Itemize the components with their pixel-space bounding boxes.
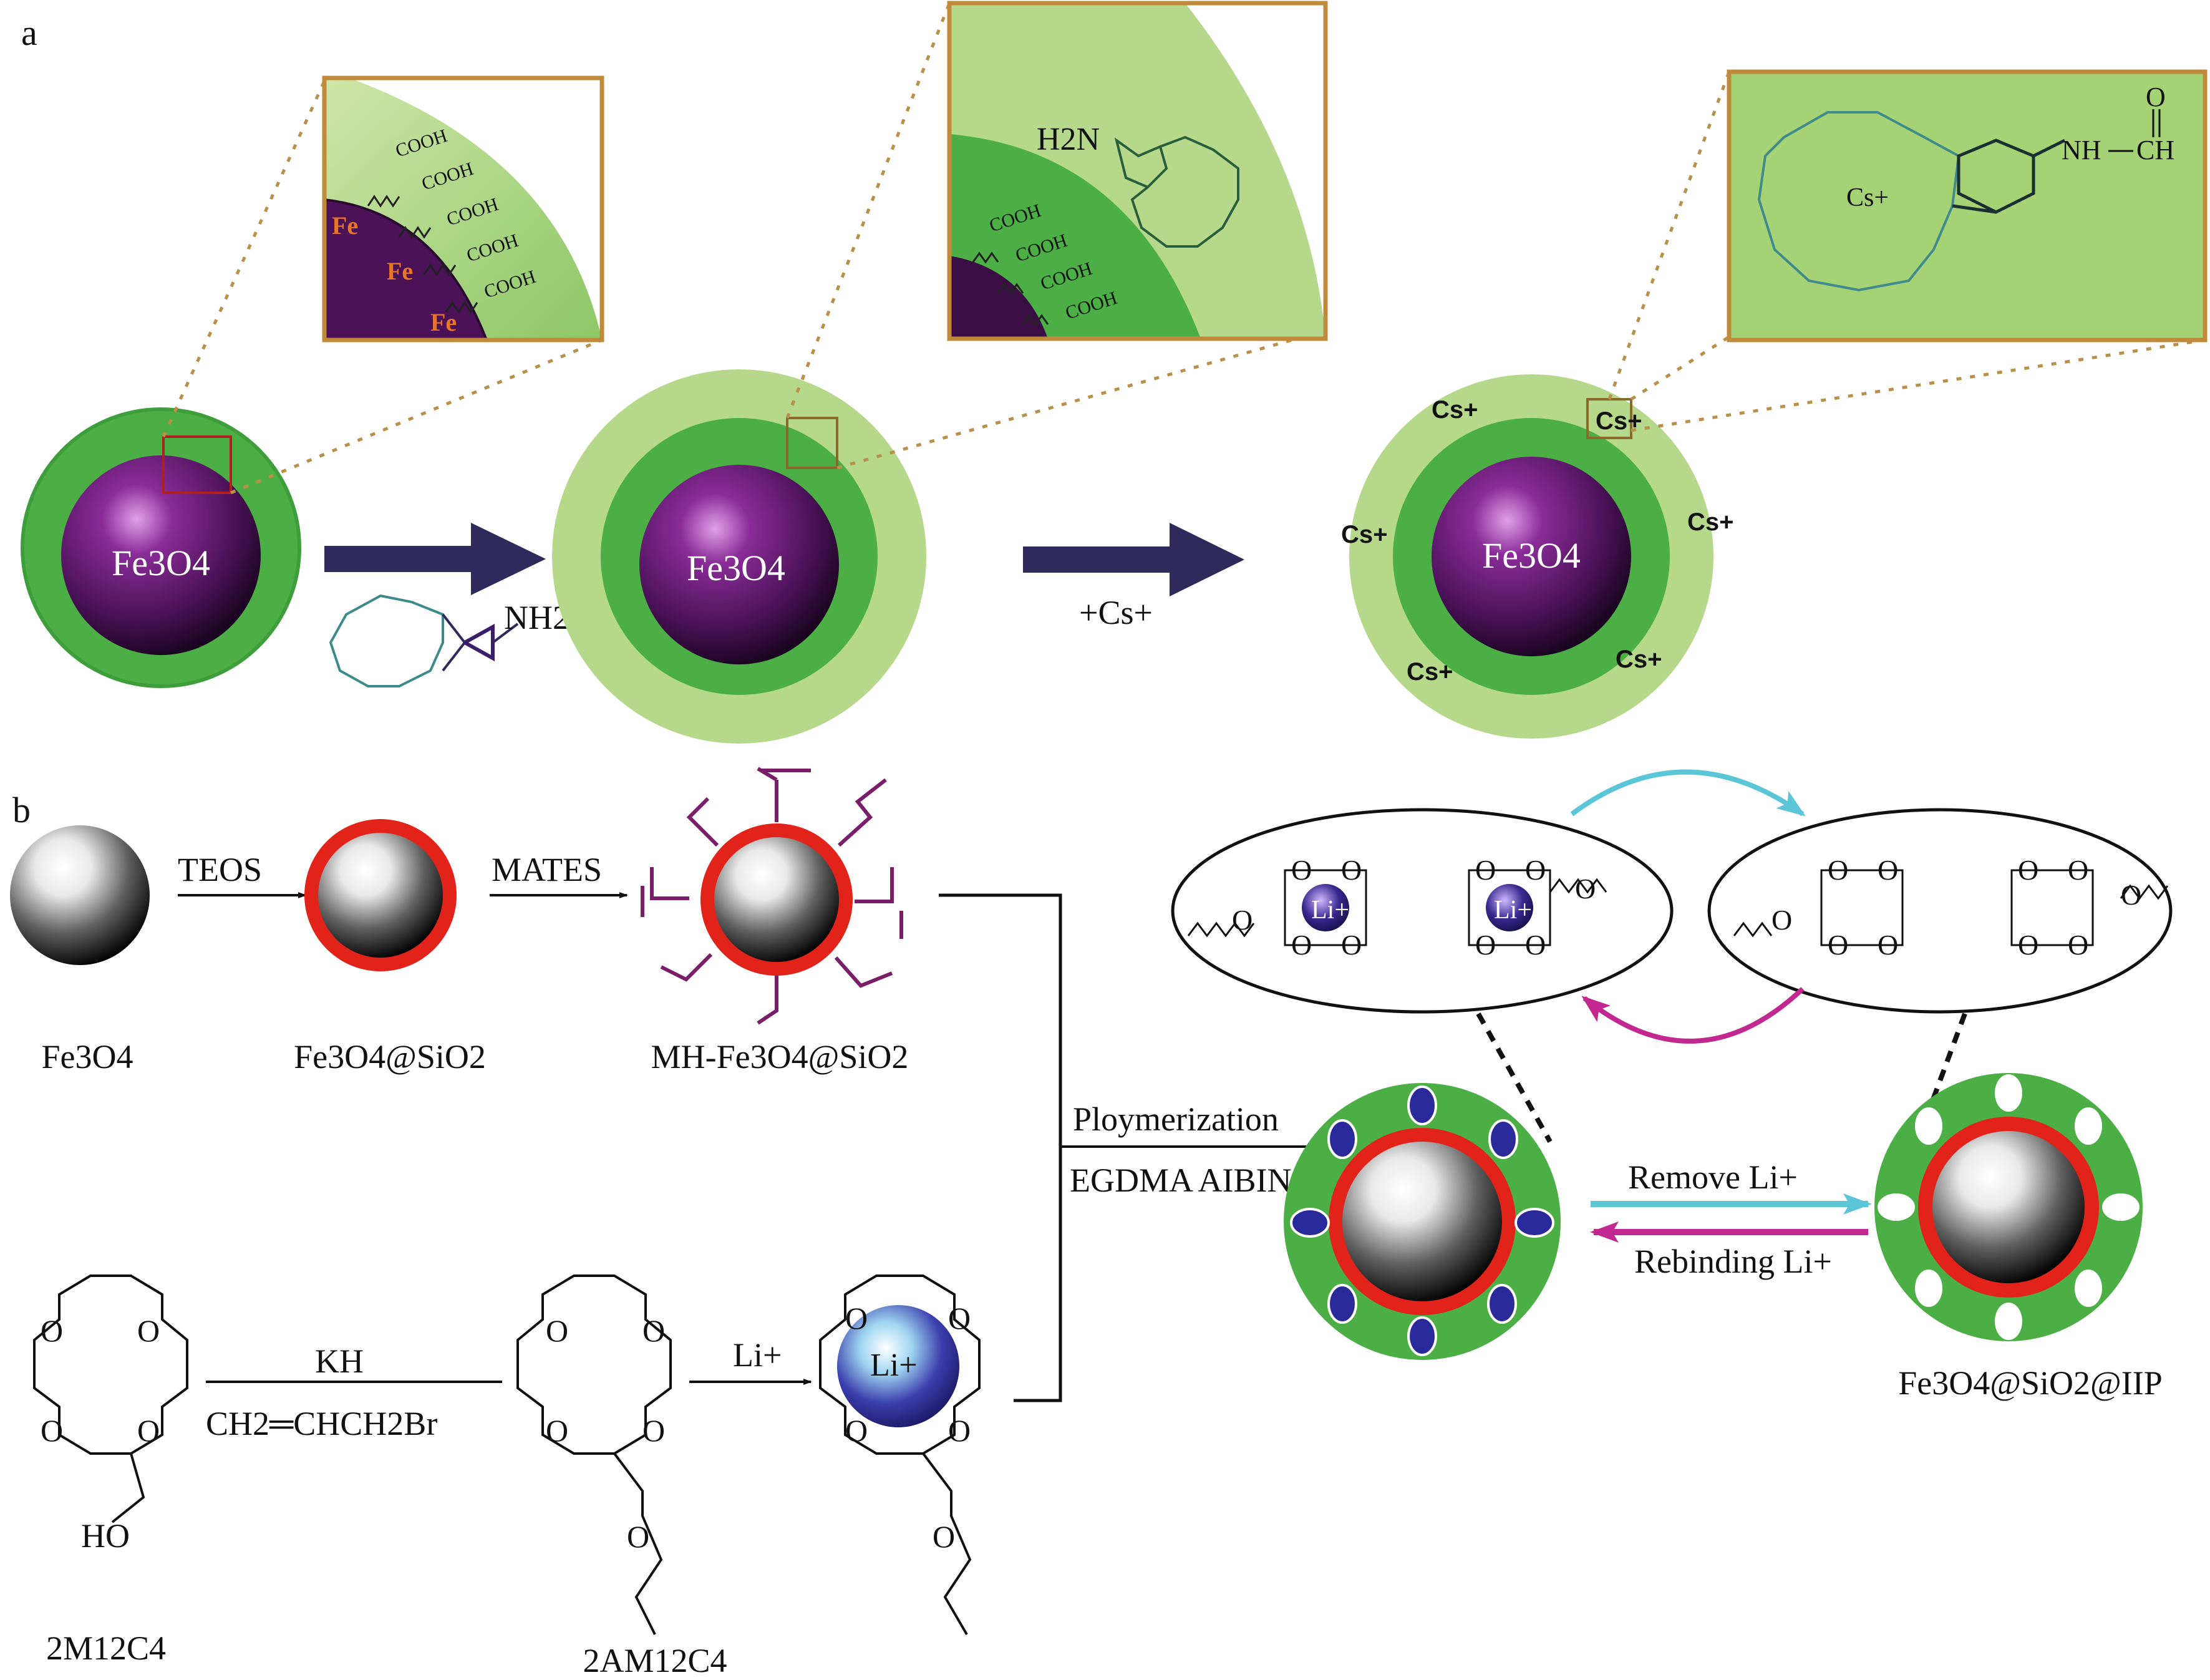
crown-2am12c4 [516, 1275, 672, 1635]
panel-b-label: b [12, 790, 31, 830]
core-label-a1: Fe3O4 [112, 543, 210, 583]
allyl-bromide-label: CH2═CHCH2Br [206, 1405, 437, 1442]
reagent-crown-amine [329, 594, 519, 687]
fe-label-3: Fe [430, 308, 457, 336]
surface-ion-6: Cs+ [1616, 646, 1662, 673]
o-c2: O [642, 1313, 665, 1348]
crown-li-complex: Li+ O O O O O [819, 1275, 981, 1636]
curve-arrow-cyan [1570, 769, 1806, 817]
particle-a3: Fe3O4 Cs+ Cs+ Cs+ Cs+ Cs+ Cs+ [1341, 374, 1734, 739]
ellipse-left: Li+ Li+ O O O O O O O O O O [1171, 808, 1674, 1014]
o-d3: O [845, 1413, 868, 1448]
step-teos: TEOS [178, 851, 262, 888]
o-r3: O [1828, 929, 1848, 961]
o-c3: O [546, 1413, 568, 1448]
o-b2: O [137, 1313, 160, 1348]
particle-label-b2: Fe3O4@SiO2 [294, 1038, 486, 1075]
amide-ch: CH [2136, 135, 2174, 165]
o-c1: O [546, 1313, 568, 1348]
particle-b2 [304, 819, 457, 971]
o-l4: O [1341, 929, 1362, 961]
o-b4: O [137, 1413, 160, 1448]
o-r2: O [1878, 854, 1898, 886]
particle-b3 [641, 767, 903, 1025]
ho-label: HO [81, 1517, 130, 1555]
o-l7: O [1475, 929, 1496, 961]
o-r6: O [2068, 854, 2088, 886]
ellipse-right: O O O O O O O O O O [1707, 808, 2173, 1014]
core-label-a3: Fe3O4 [1482, 535, 1581, 576]
o-l1: O [1291, 854, 1312, 886]
surface-ion-1: Cs+ [1432, 396, 1478, 424]
o-r7: O [2018, 929, 2038, 961]
amide-nh: NH [2062, 135, 2101, 165]
o-d5: O [933, 1519, 955, 1554]
core-label-a2: Fe3O4 [687, 548, 785, 588]
o-l5: O [1475, 854, 1496, 886]
li-ion-left-1: Li+ [1311, 896, 1349, 925]
rebinding-label: Rebinding Li+ [1634, 1243, 1832, 1280]
o-c5: O [627, 1519, 649, 1554]
polymerization-label-1: Ploymerization [1073, 1100, 1279, 1138]
reagent-cs: +Cs+ [1079, 594, 1153, 631]
o-r4: O [1878, 929, 1898, 961]
crown-name-2: 2AM12C4 [583, 1642, 727, 1679]
fe-label-2: Fe [387, 257, 413, 285]
iip-label: Fe3O4@SiO2@IIP [1898, 1364, 2162, 1402]
o-d4: O [948, 1413, 971, 1448]
o-d2: O [948, 1301, 971, 1336]
kh-label: KH [315, 1343, 364, 1380]
imprinted-particle-loaded [1284, 1083, 1561, 1360]
o-r8: O [2068, 929, 2088, 961]
li-ion-left-2: Li+ [1494, 896, 1532, 925]
o-l2: O [1341, 854, 1362, 886]
panel-a-label: a [21, 12, 37, 53]
zoom-marker-a1 [162, 435, 232, 494]
o-l9: O [1232, 904, 1253, 936]
amine-label: H2N [1037, 122, 1100, 157]
crown-name-1: 2M12C4 [46, 1629, 166, 1667]
curve-arrow-magenta [1581, 987, 1805, 1044]
remove-label: Remove Li+ [1628, 1158, 1798, 1196]
o-d1: O [845, 1301, 868, 1336]
o-c4: O [642, 1413, 665, 1448]
o-r1: O [1828, 854, 1848, 886]
particle-a2: Fe3O4 [552, 369, 926, 744]
inset-a3: Cs+ NH CH O [1607, 69, 2208, 432]
li-ion-complex: Li+ [870, 1347, 918, 1383]
inset3-ion: Cs+ [1846, 183, 1889, 212]
particle-b1 [10, 825, 150, 965]
arrow-a1 [324, 523, 546, 595]
particle-a1: Fe3O4 [21, 407, 301, 688]
imprinted-particle-empty [1874, 1073, 2143, 1341]
o-r5: O [2018, 854, 2038, 886]
dashed-left [1476, 1012, 1553, 1143]
surface-ion-3: Cs+ [1341, 521, 1388, 548]
o-l8: O [1525, 929, 1546, 961]
o-l10: O [1575, 873, 1596, 905]
amide-o: O [2146, 82, 2166, 112]
fe-label-1: Fe [332, 211, 358, 240]
surface-ion-4: Cs+ [1687, 508, 1734, 536]
arrow-a2 [1023, 523, 1244, 596]
crown-2m12c4 [33, 1275, 188, 1523]
particle-label-b1: Fe3O4 [42, 1038, 133, 1075]
zoom-marker-a2 [786, 417, 838, 469]
o-r10: O [2121, 879, 2141, 911]
o-r9: O [1771, 904, 1792, 936]
step-mates: MATES [492, 851, 602, 888]
inset-a2: H2N COOH COOH COOH COOH [785, 1, 1328, 470]
o-l6: O [1525, 854, 1546, 886]
o-l3: O [1291, 929, 1312, 961]
surface-ion-5: Cs+ [1407, 658, 1453, 686]
polymerization-label-2: EGDMA AIBIN [1070, 1162, 1292, 1199]
particle-label-b3: MH-Fe3O4@SiO2 [651, 1038, 909, 1075]
inset-a1: COOH COOH COOH COOH COOH Fe Fe Fe [162, 75, 604, 495]
o-b1: O [41, 1313, 63, 1348]
li-step-label: Li+ [733, 1336, 782, 1374]
o-b3: O [41, 1413, 63, 1448]
